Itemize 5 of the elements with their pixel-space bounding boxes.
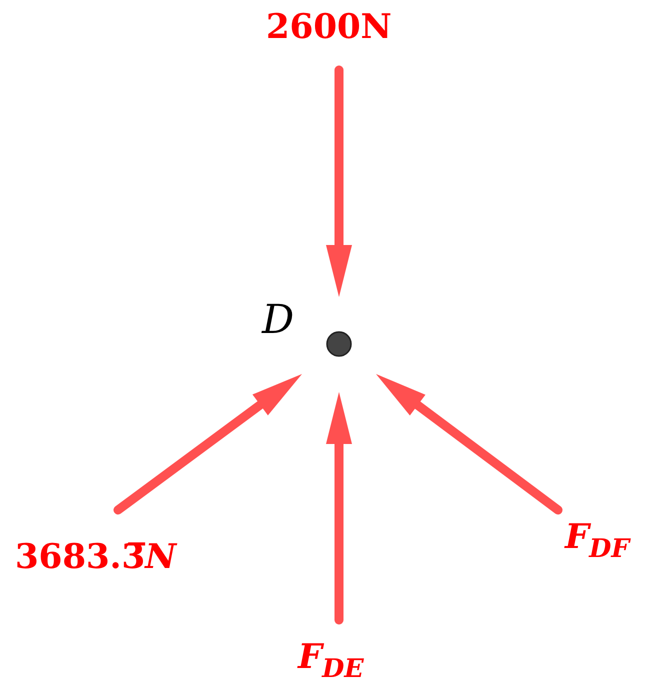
force-label: F$_{DF}$	[565, 520, 630, 562]
force-label: 3683.3̅N	[15, 540, 176, 574]
force-label: 2600N	[266, 10, 392, 44]
force-label: F$_{DE}$	[298, 640, 364, 682]
point-label: D	[262, 300, 294, 340]
